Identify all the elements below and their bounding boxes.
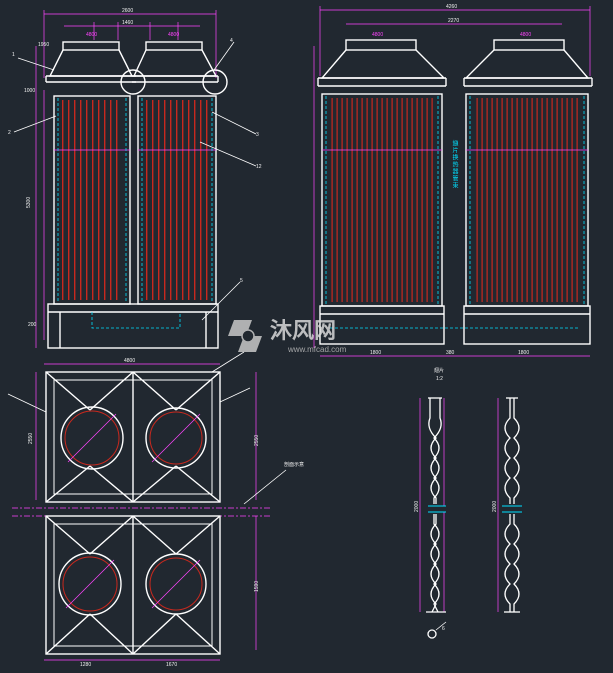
callout-4: 4 xyxy=(230,38,233,44)
callout-2: 2 xyxy=(8,130,11,136)
detail-dim-right: 2000 xyxy=(492,501,498,512)
detail-circle-left xyxy=(120,69,146,95)
watermark: 沐风网 www.mfcad.com xyxy=(228,319,347,354)
detail-dim-left: 2000 xyxy=(414,501,420,512)
side-vertical-note: 翅片换热器管束 xyxy=(451,139,458,189)
callout-12: 12 xyxy=(256,164,262,170)
front-tube-bundle-right xyxy=(137,95,217,305)
plan-side-dim-upper: 2550 xyxy=(28,433,34,444)
fin-profile-b xyxy=(502,397,522,613)
front-tube-bundle-left xyxy=(53,95,131,305)
side-upper-label-right: 4800 xyxy=(520,32,531,38)
detail-scale: 1:2 xyxy=(436,376,443,382)
detail-callout: 6 xyxy=(442,626,445,632)
front-side-dim-1: 1000 xyxy=(24,88,35,94)
front-base-frame xyxy=(47,303,219,349)
side-base-frame xyxy=(319,305,591,345)
detail-title: 翅片 xyxy=(434,367,444,374)
callout-1: 1 xyxy=(12,52,15,58)
side-hood-right xyxy=(463,39,593,87)
fin-profile-a xyxy=(426,397,446,613)
front-side-dim-2: 200 xyxy=(28,322,37,328)
plan-bottom-dim-2: 1590 xyxy=(254,581,260,592)
plan-frame-upper xyxy=(45,371,221,503)
plan-view xyxy=(7,351,287,661)
plan-frame-lower xyxy=(45,515,221,655)
detail-view-labels: 翅片 1:2 2000 2000 6 xyxy=(414,367,498,632)
front-leaders xyxy=(13,41,257,321)
front-hood-left xyxy=(45,41,136,83)
front-side-dim-3: 5300 xyxy=(26,197,32,208)
front-overall-dimension xyxy=(35,10,217,348)
side-view xyxy=(313,6,593,357)
plan-leaders xyxy=(7,351,287,505)
side-hood-left xyxy=(317,39,447,87)
detail-dimensions xyxy=(419,398,499,612)
plan-bottom-dim-0: 1280 xyxy=(80,662,91,668)
side-view-labels: 4260 2270 4800 4800 1800 1800 380 翅片换热器管… xyxy=(370,4,531,356)
side-tube-bundle-right xyxy=(465,93,589,307)
plan-top-dim: 4800 xyxy=(124,358,135,364)
plan-section-label: 剖面示意 xyxy=(284,461,304,468)
front-overall-width: 2600 xyxy=(122,8,133,14)
side-sub-width: 2270 xyxy=(448,18,459,24)
detail-circle-right xyxy=(202,69,228,95)
front-top-width: 1460 xyxy=(122,20,133,26)
front-view-labels: 2600 1460 4800 4800 1950 1000 200 5300 1… xyxy=(8,8,262,328)
watermark-logo-text: 沐风网 xyxy=(270,319,336,344)
front-side-dim-0: 1950 xyxy=(38,42,49,48)
detail-view xyxy=(419,397,522,639)
side-bottom-dim-1: 1800 xyxy=(518,350,529,356)
watermark-logo xyxy=(228,320,262,352)
side-upper-label-left: 4800 xyxy=(372,32,383,38)
plan-side-dim-lower: 2550 xyxy=(254,435,260,446)
detail-callout-circle xyxy=(427,629,437,639)
callout-3: 3 xyxy=(256,132,259,138)
front-upper-label-left: 4800 xyxy=(86,32,97,38)
side-bottom-dim-2: 380 xyxy=(446,350,455,356)
side-overall-width: 4260 xyxy=(446,4,457,10)
front-view xyxy=(13,10,257,349)
side-tube-bundle-left xyxy=(321,93,443,307)
side-bottom-dim-0: 1800 xyxy=(370,350,381,356)
callout-5: 5 xyxy=(240,278,243,284)
plan-view-labels: 4800 2550 2550 1280 1670 1590 剖面示意 xyxy=(28,358,304,668)
watermark-url: www.mfcad.com xyxy=(287,345,347,354)
side-dimensions xyxy=(313,6,591,357)
plan-bottom-dim-1: 1670 xyxy=(166,662,177,668)
front-upper-label-right: 4800 xyxy=(168,32,179,38)
plan-dimensions xyxy=(12,363,270,661)
